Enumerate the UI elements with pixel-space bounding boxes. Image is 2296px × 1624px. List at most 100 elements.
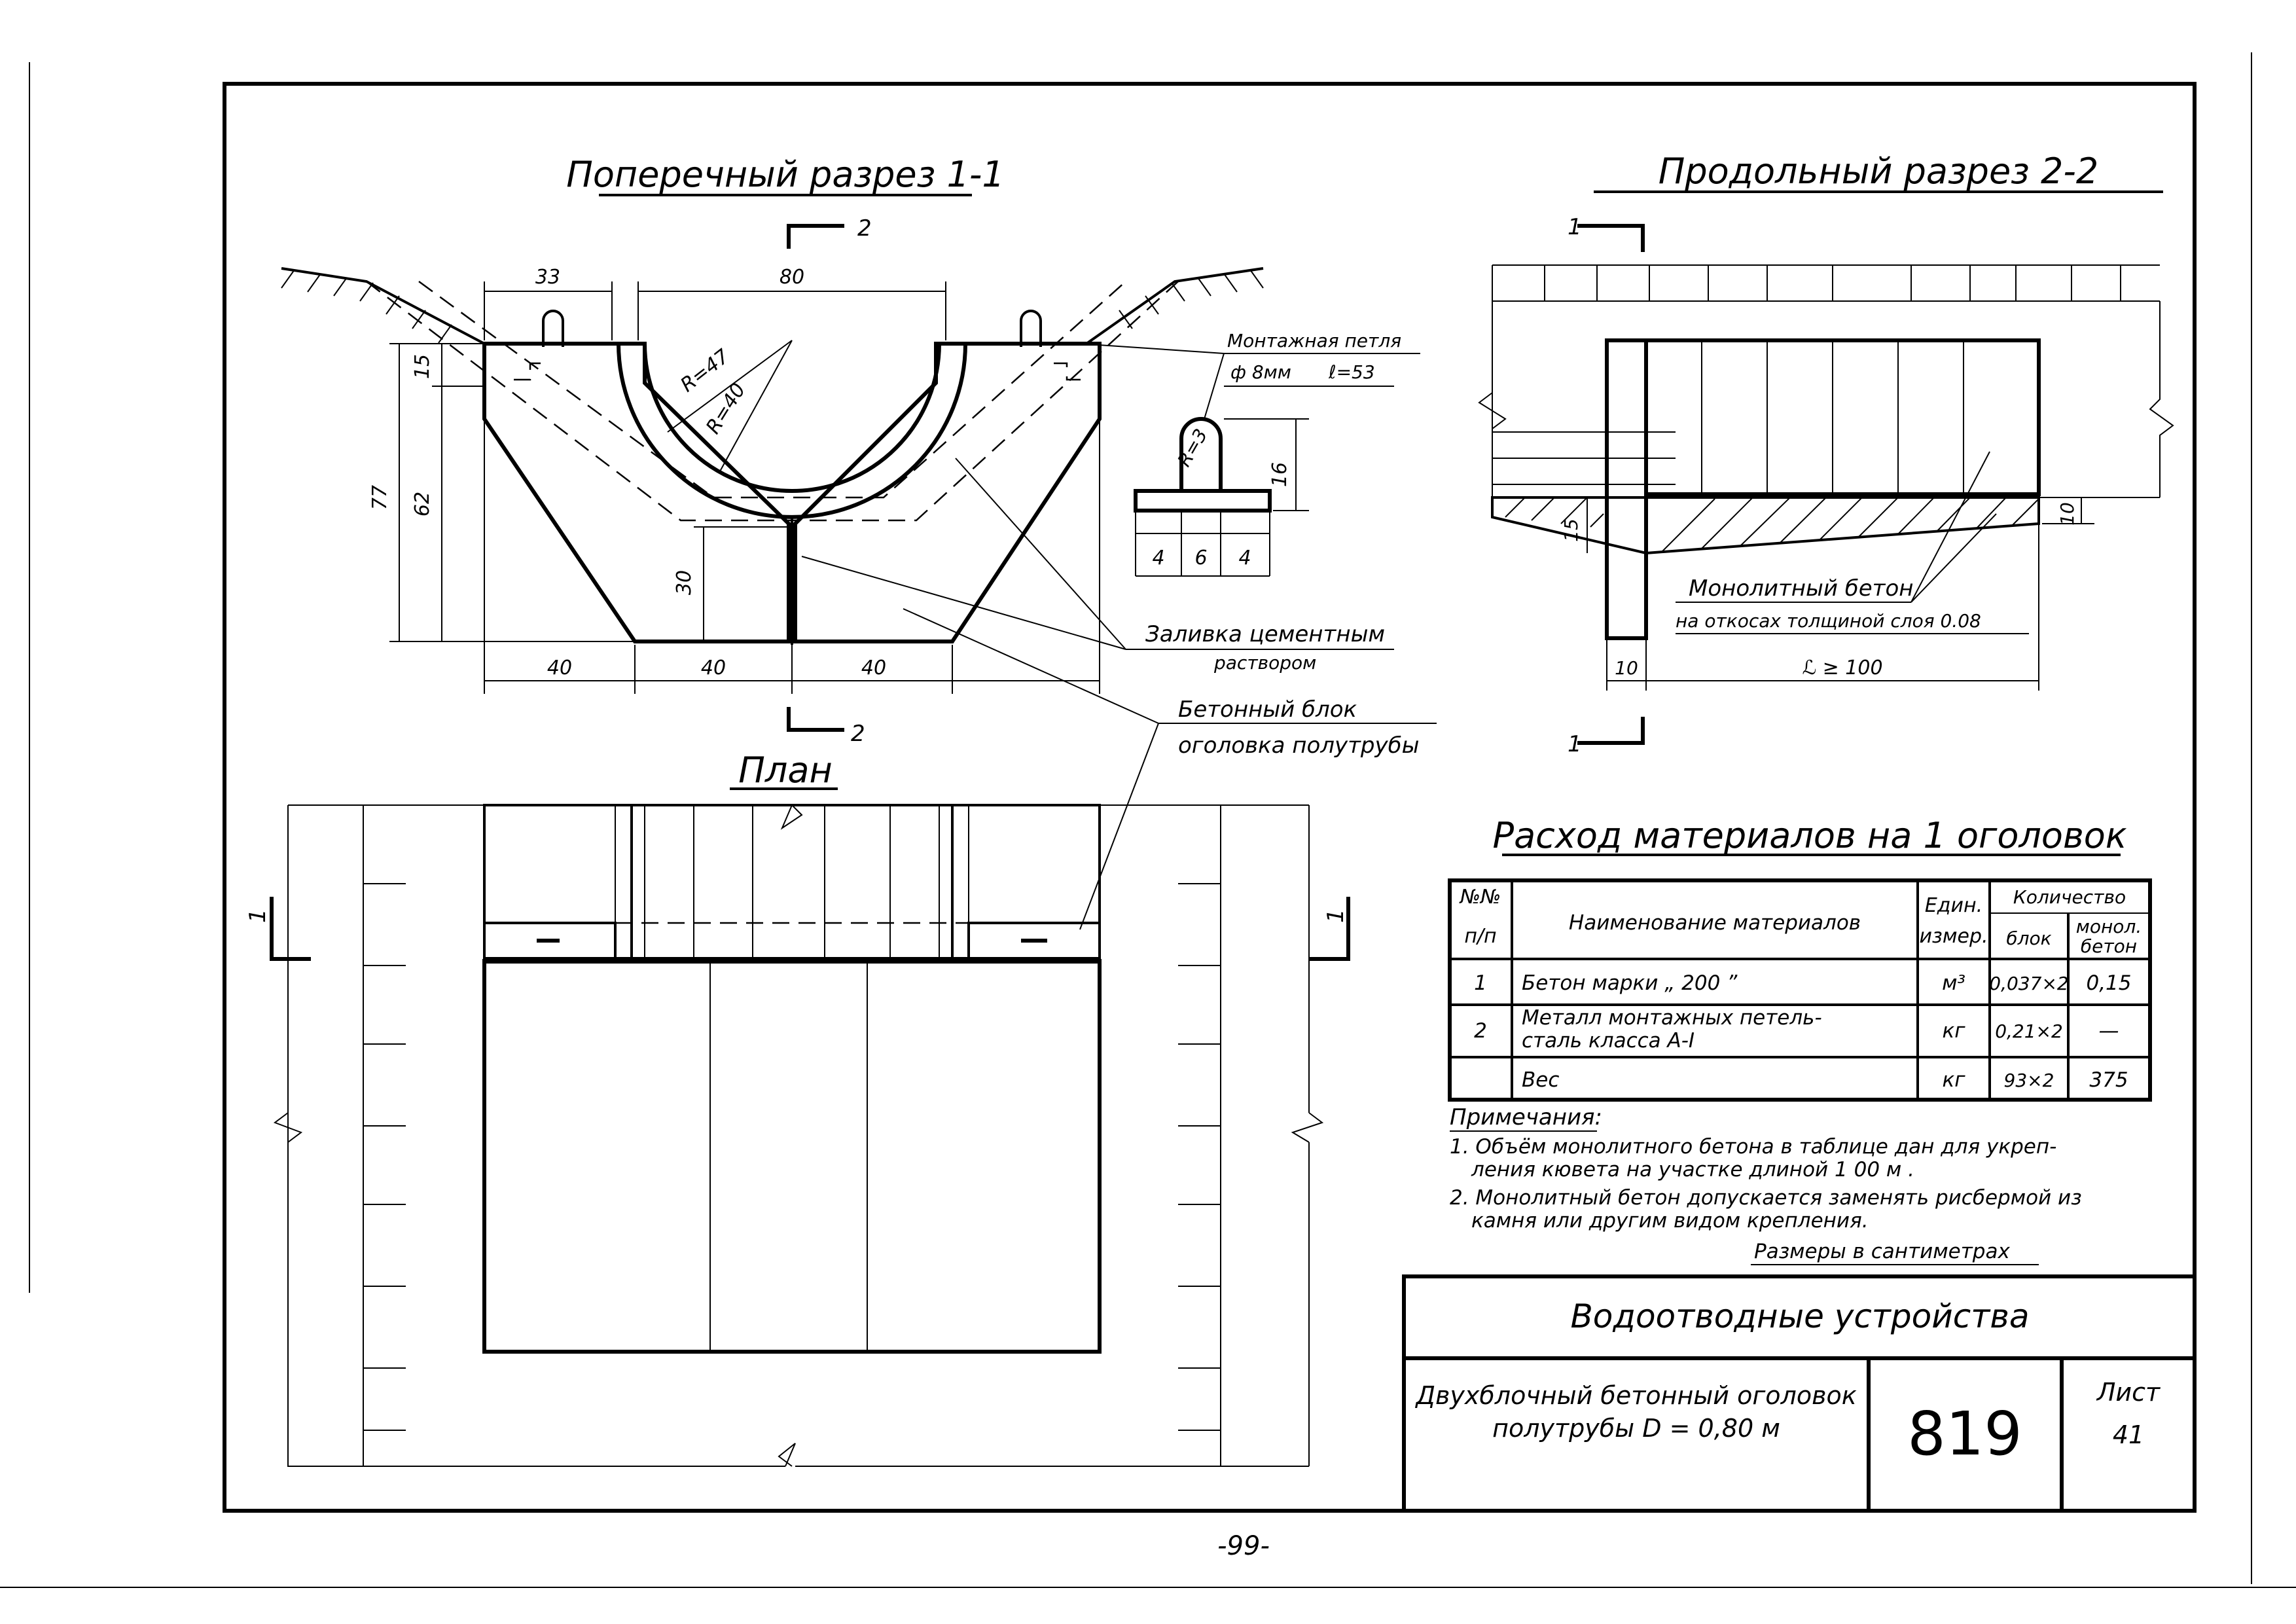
td-row1-mono: 0,15 (2086, 971, 2131, 995)
section-mark-1-top (1577, 224, 1645, 252)
section-mark-2-bottom (787, 707, 844, 732)
callout-grout-line2: раствором (1213, 652, 1316, 674)
td-row3-unit: кг (1942, 1068, 1965, 1092)
ground-slope-left (281, 267, 485, 345)
stamp-desc-line1: Двухблочный бетонный оголовок (1414, 1381, 1856, 1410)
drawing-frame (223, 82, 2197, 1513)
long-section-2-2: 1 1 (1478, 214, 2174, 757)
th-no-1: №№ (1459, 886, 1501, 909)
lifting-loop-detail: Монтажная петля ф 8мм ℓ=53 4 6 4 16 R=3 (1079, 330, 1420, 577)
dim-77: 77 (368, 485, 391, 510)
concrete-hatch (1505, 497, 2039, 552)
lifting-loop-left (542, 310, 564, 347)
th-unit-2: измер. (1919, 925, 1988, 948)
td-row2-no: 2 (1474, 1019, 1487, 1043)
materials-table: №№ п/п Наименование материалов Един. изм… (1448, 878, 2152, 1102)
title-materials: Расход материалов на 1 оголовок (1493, 815, 2127, 856)
loop-dim-w1: 4 (1152, 547, 1164, 569)
lifting-loop-right (1020, 310, 1042, 347)
monolithic-concrete-layer (1491, 496, 2040, 555)
dim-15: 15 (411, 354, 434, 379)
plan-slope-ticks (363, 883, 1221, 1431)
half-pipe-inner (643, 343, 941, 493)
units-note: Размеры в сантиметрах (1754, 1240, 2010, 1263)
th-no-2: п/п (1464, 925, 1496, 948)
loop-base-plate (1134, 489, 1272, 513)
dim-40-b: 40 (701, 657, 726, 679)
stamp-desc-line2: полутрубы D = 0,80 м (1492, 1414, 1780, 1443)
stamp-sheet-label: Лист (2096, 1378, 2161, 1407)
td-row3-mono: 375 (2089, 1068, 2128, 1092)
callouts: Заливка цементным раствором Бетонный бло… (801, 458, 1437, 930)
th-qty: Количество (2013, 886, 2126, 908)
plan-section-mark-left-label: 1 (245, 909, 271, 923)
td-row2-unit: кг (1942, 1019, 1965, 1043)
right-concrete-block (793, 342, 1102, 643)
plan-lower-blocks (482, 959, 1102, 1354)
th-block: блок (2006, 928, 2051, 949)
section-mark-1-top-label: 1 (1568, 214, 1582, 240)
radius-line-outer (667, 340, 793, 433)
title-plan: План (738, 749, 833, 791)
note-1-line2: ления кювета на участке длиной 1 00 м . (1471, 1158, 1914, 1182)
dim-33: 33 (535, 266, 560, 289)
callout-grout-line1: Заливка цементным (1145, 621, 1385, 647)
plan-outline (287, 805, 785, 1467)
plan-section-mark-left (270, 897, 311, 961)
th-name: Наименование материалов (1569, 911, 1861, 935)
plan-section-mark-right (1309, 897, 1350, 961)
td-row2-name-1: Металл монтажных петель- (1522, 1006, 1822, 1030)
ground-slope-right (1085, 267, 1264, 345)
plan-view: 1 1 (245, 804, 1350, 1467)
dim-62: 62 (411, 492, 434, 516)
note-1-line1: 1. Объём монолитного бетона в таблице да… (1450, 1135, 2056, 1159)
callout-block-line2: оголовка полутрубы (1178, 732, 1419, 759)
loop-shape (1179, 417, 1223, 491)
plan-top-edge (288, 804, 803, 830)
loop-spec-diameter: ф 8мм (1230, 361, 1291, 383)
td-row3-block: 93×2 (2004, 1070, 2054, 1091)
td-row1-unit: м³ (1942, 971, 1965, 995)
td-row2-block: 0,21×2 (1995, 1020, 2063, 1042)
td-row1-block: 0,037×2 (1989, 973, 2068, 994)
td-row2-name-2: сталь класса А-I (1522, 1029, 1695, 1053)
section-mark-2-top (787, 224, 844, 249)
td-row2-mono: — (2099, 1019, 2119, 1043)
th-mono-2: бетон (2081, 935, 2137, 957)
stamp-sheet-number: 41 (2113, 1420, 2144, 1449)
dim-80: 80 (780, 266, 804, 289)
ground-hatching (281, 269, 1264, 344)
th-mono-1: монол. (2076, 916, 2142, 937)
title-block: Водоотводные устройства Двухблочный бето… (1402, 1274, 2197, 1513)
dim-10-thickness: 10 (2056, 502, 2078, 526)
notes-title: Примечания: (1450, 1104, 1602, 1130)
loop-dim-radius: R=3 (1173, 425, 1211, 470)
section-mark-1-bottom (1577, 717, 1645, 745)
loop-spec-length: ℓ=53 (1328, 361, 1375, 383)
dim-40-c: 40 (861, 657, 886, 679)
pipe-long-ticks (1701, 340, 1964, 494)
excavation-outline-inner (418, 280, 1126, 499)
dim-10-width: 10 (1615, 657, 1638, 679)
pipe-segment-ticks (1544, 265, 2121, 301)
td-row3-name: Вес (1522, 1068, 1559, 1092)
section-mark-1-bottom-label: 1 (1568, 731, 1582, 757)
stamp-title: Водоотводные устройства (1571, 1297, 2030, 1335)
cross-section-1-1: R=47 R=40 33 80 2 2 77 15 62 30 40 (281, 215, 1264, 747)
section-mark-2-bottom-label: 2 (851, 721, 865, 747)
stamp-drawing-number: 819 (1907, 1399, 2022, 1469)
td-row1-name: Бетон марки „ 200 ” (1522, 971, 1738, 995)
concrete-callout-line1: Монолитный бетон (1689, 575, 1914, 602)
dim-length: ℒ ≥ 100 (1802, 657, 1882, 679)
note-2-line1: 2. Монолитный бетон допускается заменять… (1450, 1186, 2082, 1210)
dim-40-a: 40 (547, 657, 572, 679)
radius-line-inner (719, 340, 793, 472)
th-unit-1: Един. (1925, 894, 1982, 917)
dim-30: 30 (673, 570, 696, 595)
loop-dim-w2: 6 (1194, 547, 1207, 569)
title-cross-section: Поперечный разрез 1-1 (566, 154, 1004, 195)
headwall-block (1605, 338, 1648, 640)
td-row1-no: 1 (1474, 971, 1487, 995)
plan-section-mark-right-label: 1 (1323, 909, 1349, 923)
